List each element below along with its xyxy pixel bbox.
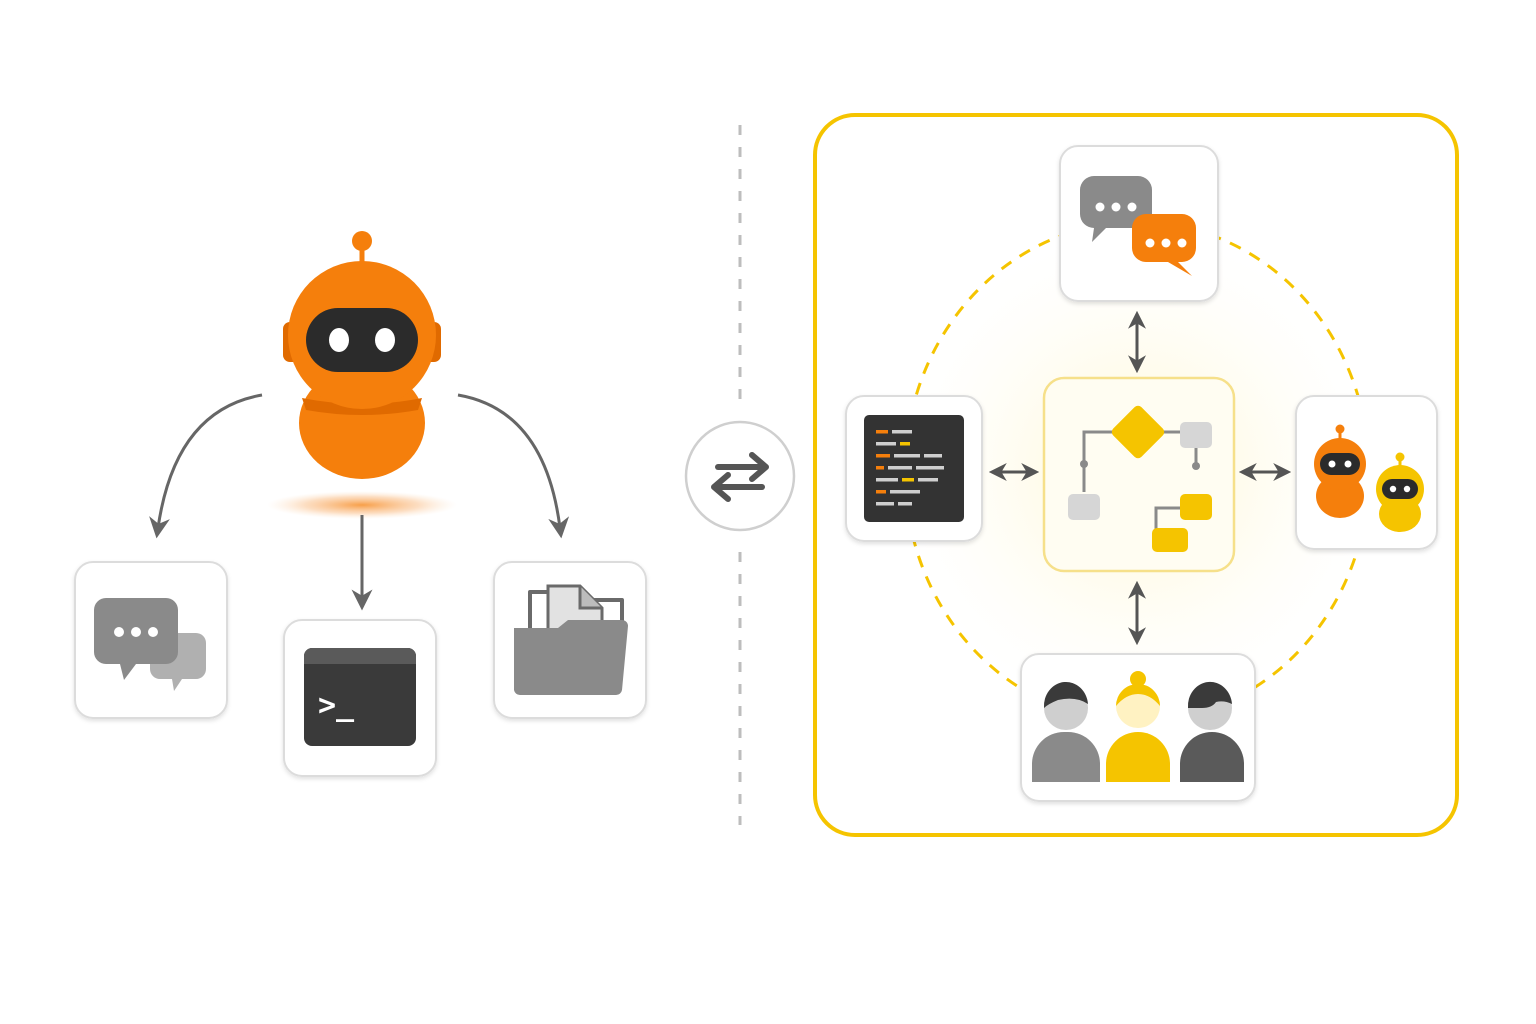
flowchart-icon (1068, 405, 1212, 552)
chat-bubbles-icon (1080, 176, 1196, 276)
folder-icon (514, 584, 628, 696)
robot-icon (283, 231, 441, 479)
chat-bubbles-icon (94, 598, 206, 691)
node-team[interactable] (1020, 653, 1256, 802)
exchange-button[interactable] (684, 420, 796, 532)
node-workflow[interactable] (1042, 376, 1236, 573)
arrow-to-files (457, 393, 570, 539)
node-agents[interactable] (1295, 395, 1438, 550)
swap-arrows-icon (711, 452, 769, 502)
tool-card-chat[interactable] (74, 561, 228, 719)
arrow-to-chat (149, 393, 263, 539)
terminal-prompt: >_ (318, 688, 355, 723)
robots-icon (1314, 424, 1424, 532)
tool-card-terminal[interactable]: >_ (283, 619, 437, 777)
node-messaging[interactable] (1059, 145, 1219, 302)
right-panel (813, 113, 1459, 837)
people-icon (1032, 671, 1244, 782)
code-editor-icon (864, 415, 964, 522)
terminal-icon: >_ (304, 648, 416, 746)
robot-shadow (267, 491, 457, 519)
node-code[interactable] (845, 395, 983, 542)
left-panel: >_ (74, 231, 647, 777)
tool-card-files[interactable] (493, 561, 647, 719)
